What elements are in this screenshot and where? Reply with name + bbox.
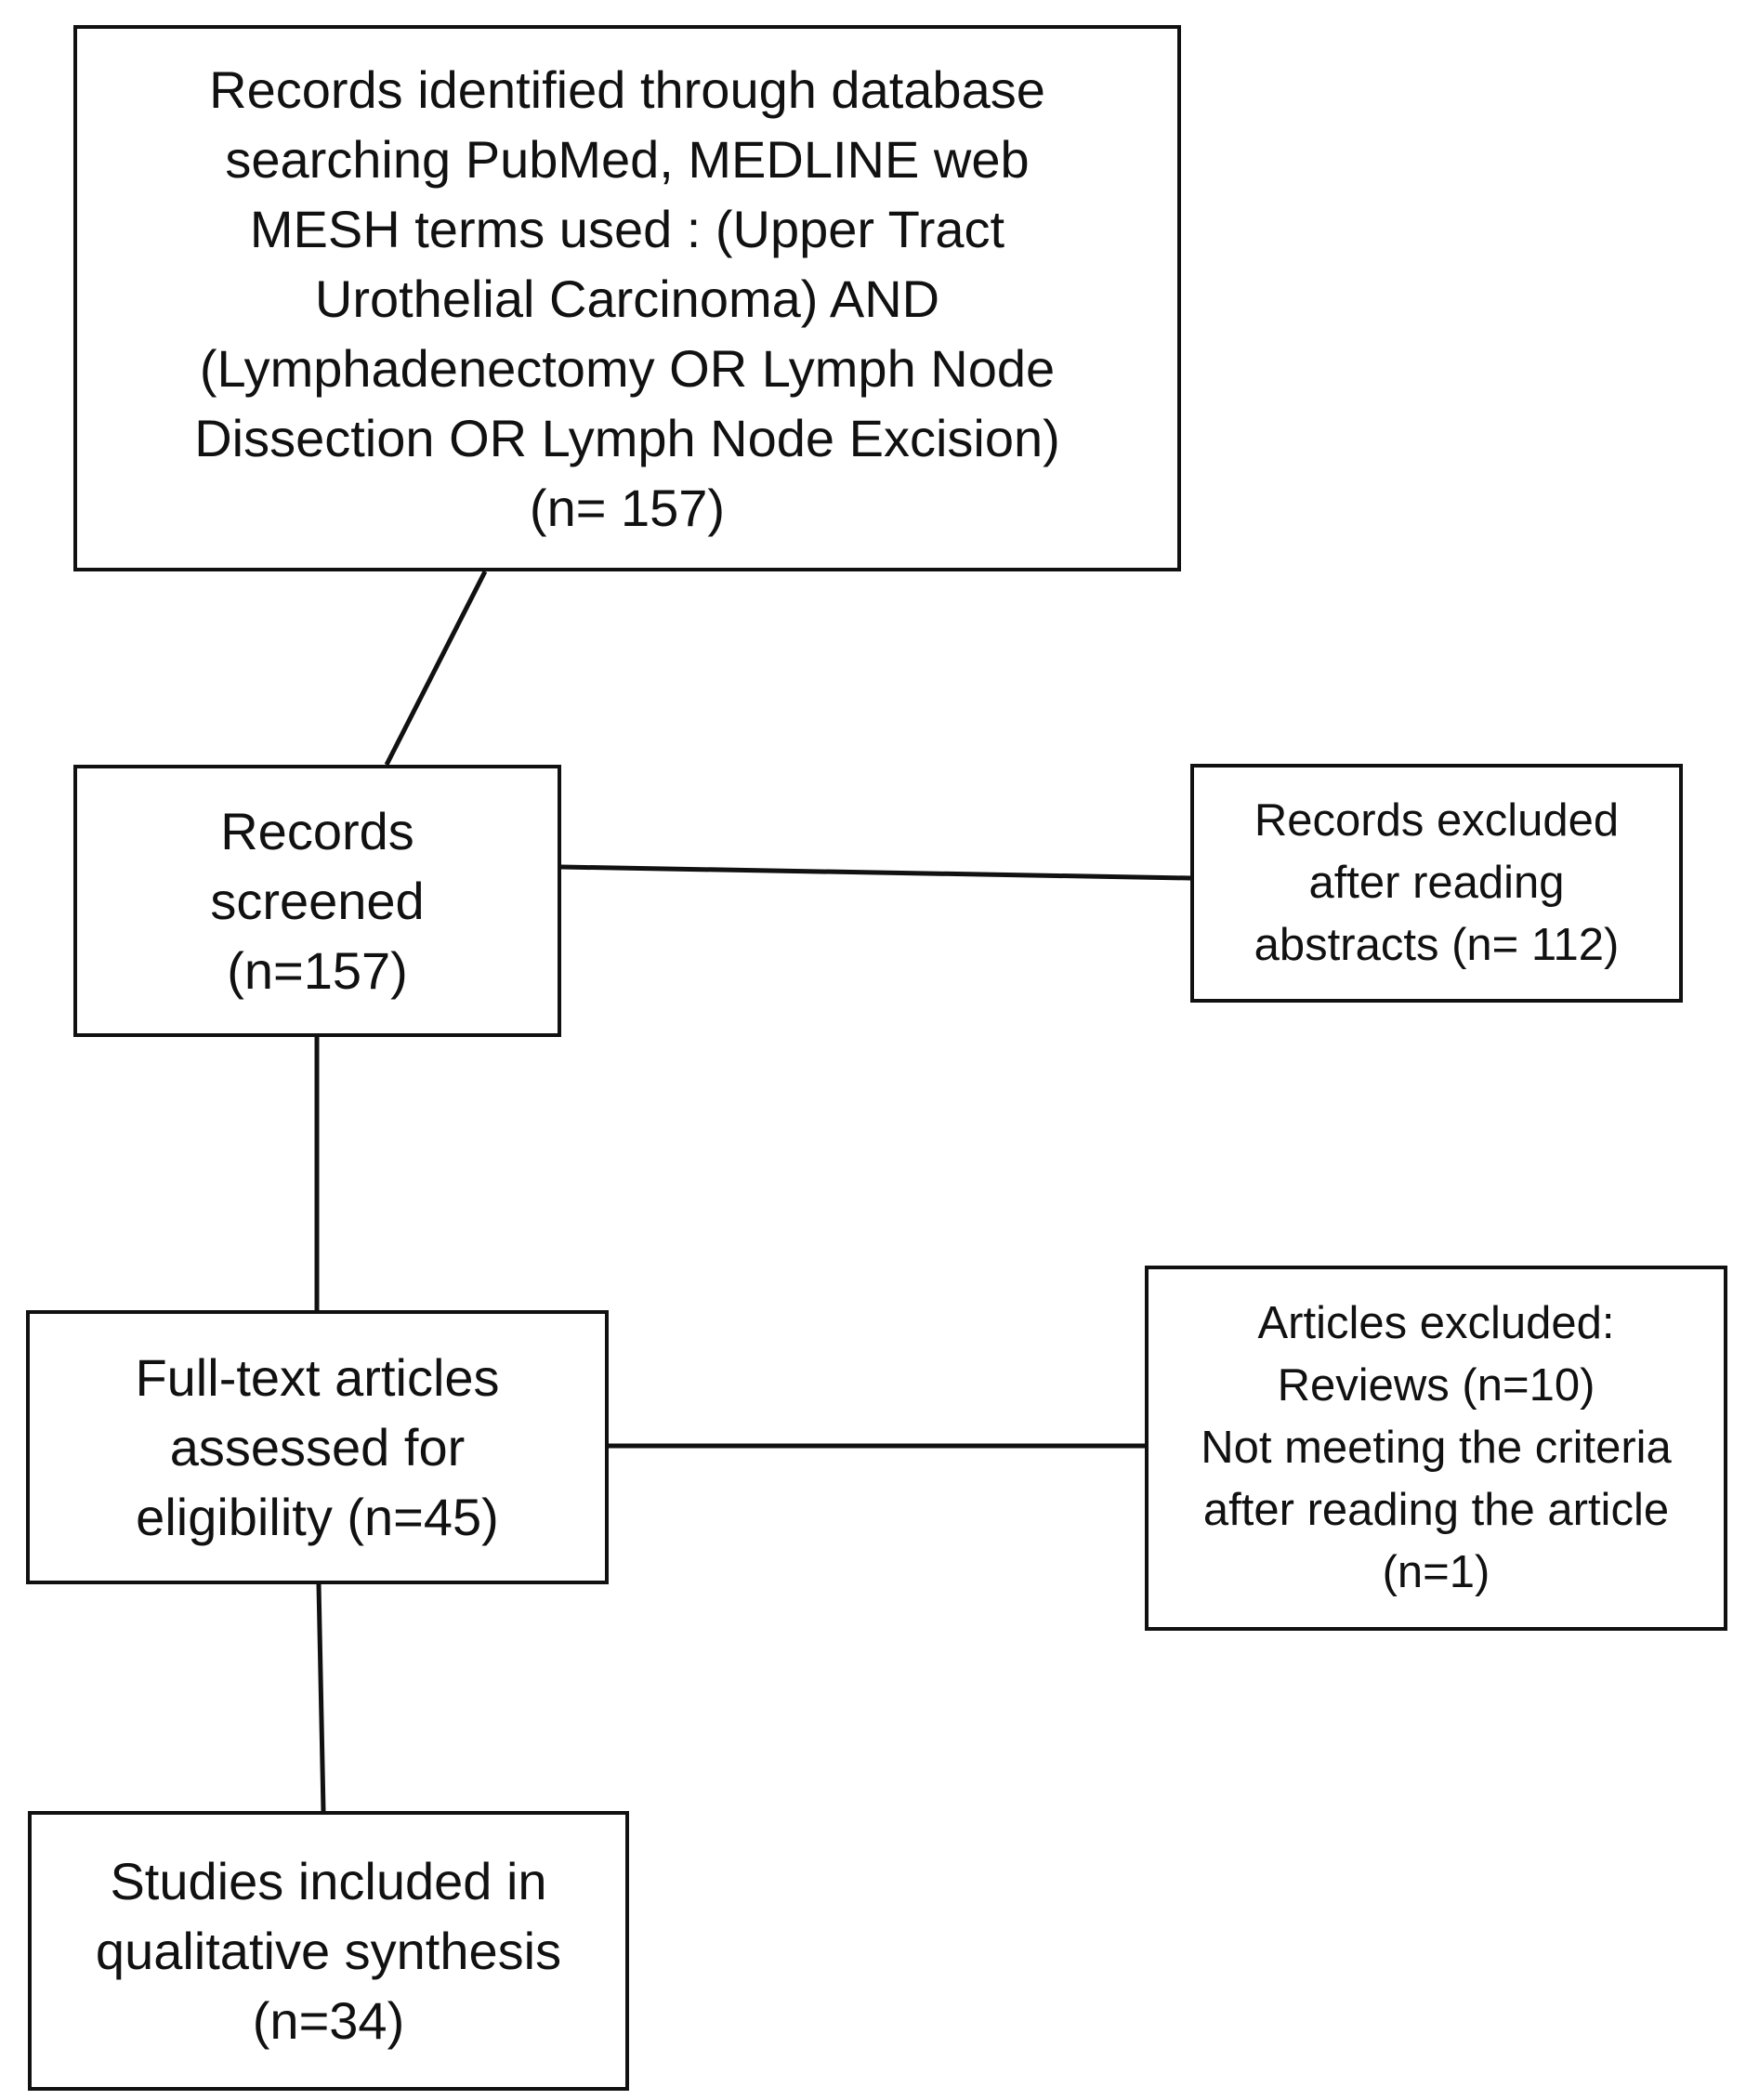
records-identified-line-5: (Lymphadenectomy OR Lymph Node — [199, 338, 1056, 398]
articles-excluded-line-3: Not meeting the criteria — [1201, 1423, 1672, 1473]
records-excluded-line-3: abstracts (n= 112) — [1254, 920, 1620, 970]
records-identified-line-3: MESH terms used : (Upper Tract — [249, 199, 1005, 258]
records-screened-line-2: screened — [210, 872, 425, 930]
records-identified-line-6: Dissection OR Lymph Node Excision) — [194, 408, 1060, 467]
studies-included-box: Studies included in qualitative synthesi… — [28, 1811, 629, 2091]
records-identified-line-2: searching PubMed, MEDLINE web — [225, 129, 1030, 189]
fulltext-assessed-line-1: Full-text articles — [135, 1348, 500, 1407]
articles-excluded-box: Articles excluded: Reviews (n=10) Not me… — [1145, 1266, 1727, 1631]
articles-excluded-line-4: after reading the article — [1202, 1485, 1670, 1535]
records-excluded-line-2: after reading — [1308, 858, 1565, 908]
records-screened-box: Records screened (n=157) — [73, 765, 561, 1037]
records-excluded-box: Records excluded after reading abstracts… — [1190, 764, 1683, 1003]
records-screened-line-1: Records — [220, 802, 414, 860]
fulltext-assessed-line-3: eligibility (n=45) — [136, 1488, 499, 1546]
records-identified-line-1: Records identified through database — [209, 59, 1045, 119]
records-identified-box: Records identified through database sear… — [73, 25, 1181, 571]
connector-fulltext-to-included — [316, 1583, 326, 1812]
fulltext-assessed-line-2: assessed for — [169, 1418, 466, 1477]
fulltext-assessed-box: Full-text articles assessed for eligibil… — [26, 1310, 609, 1584]
records-excluded-line-1: Records excluded — [1254, 795, 1620, 846]
connector-screening-to-excluded-abstracts — [560, 864, 1191, 881]
records-identified-count: (n= 157) — [529, 478, 726, 537]
studies-included-count: (n=34) — [252, 1991, 405, 2050]
records-screened-count: (n=157) — [227, 941, 408, 1000]
studies-included-line-1: Studies included in — [110, 1852, 547, 1910]
studies-included-line-2: qualitative synthesis — [95, 1922, 562, 1980]
connector-identification-to-screening — [384, 570, 488, 767]
articles-excluded-line-1: Articles excluded: — [1257, 1298, 1615, 1348]
articles-excluded-line-2: Reviews (n=10) — [1277, 1360, 1595, 1411]
articles-excluded-line-5: (n=1) — [1382, 1547, 1490, 1597]
records-identified-line-4: Urothelial Carcinoma) AND — [314, 269, 940, 328]
